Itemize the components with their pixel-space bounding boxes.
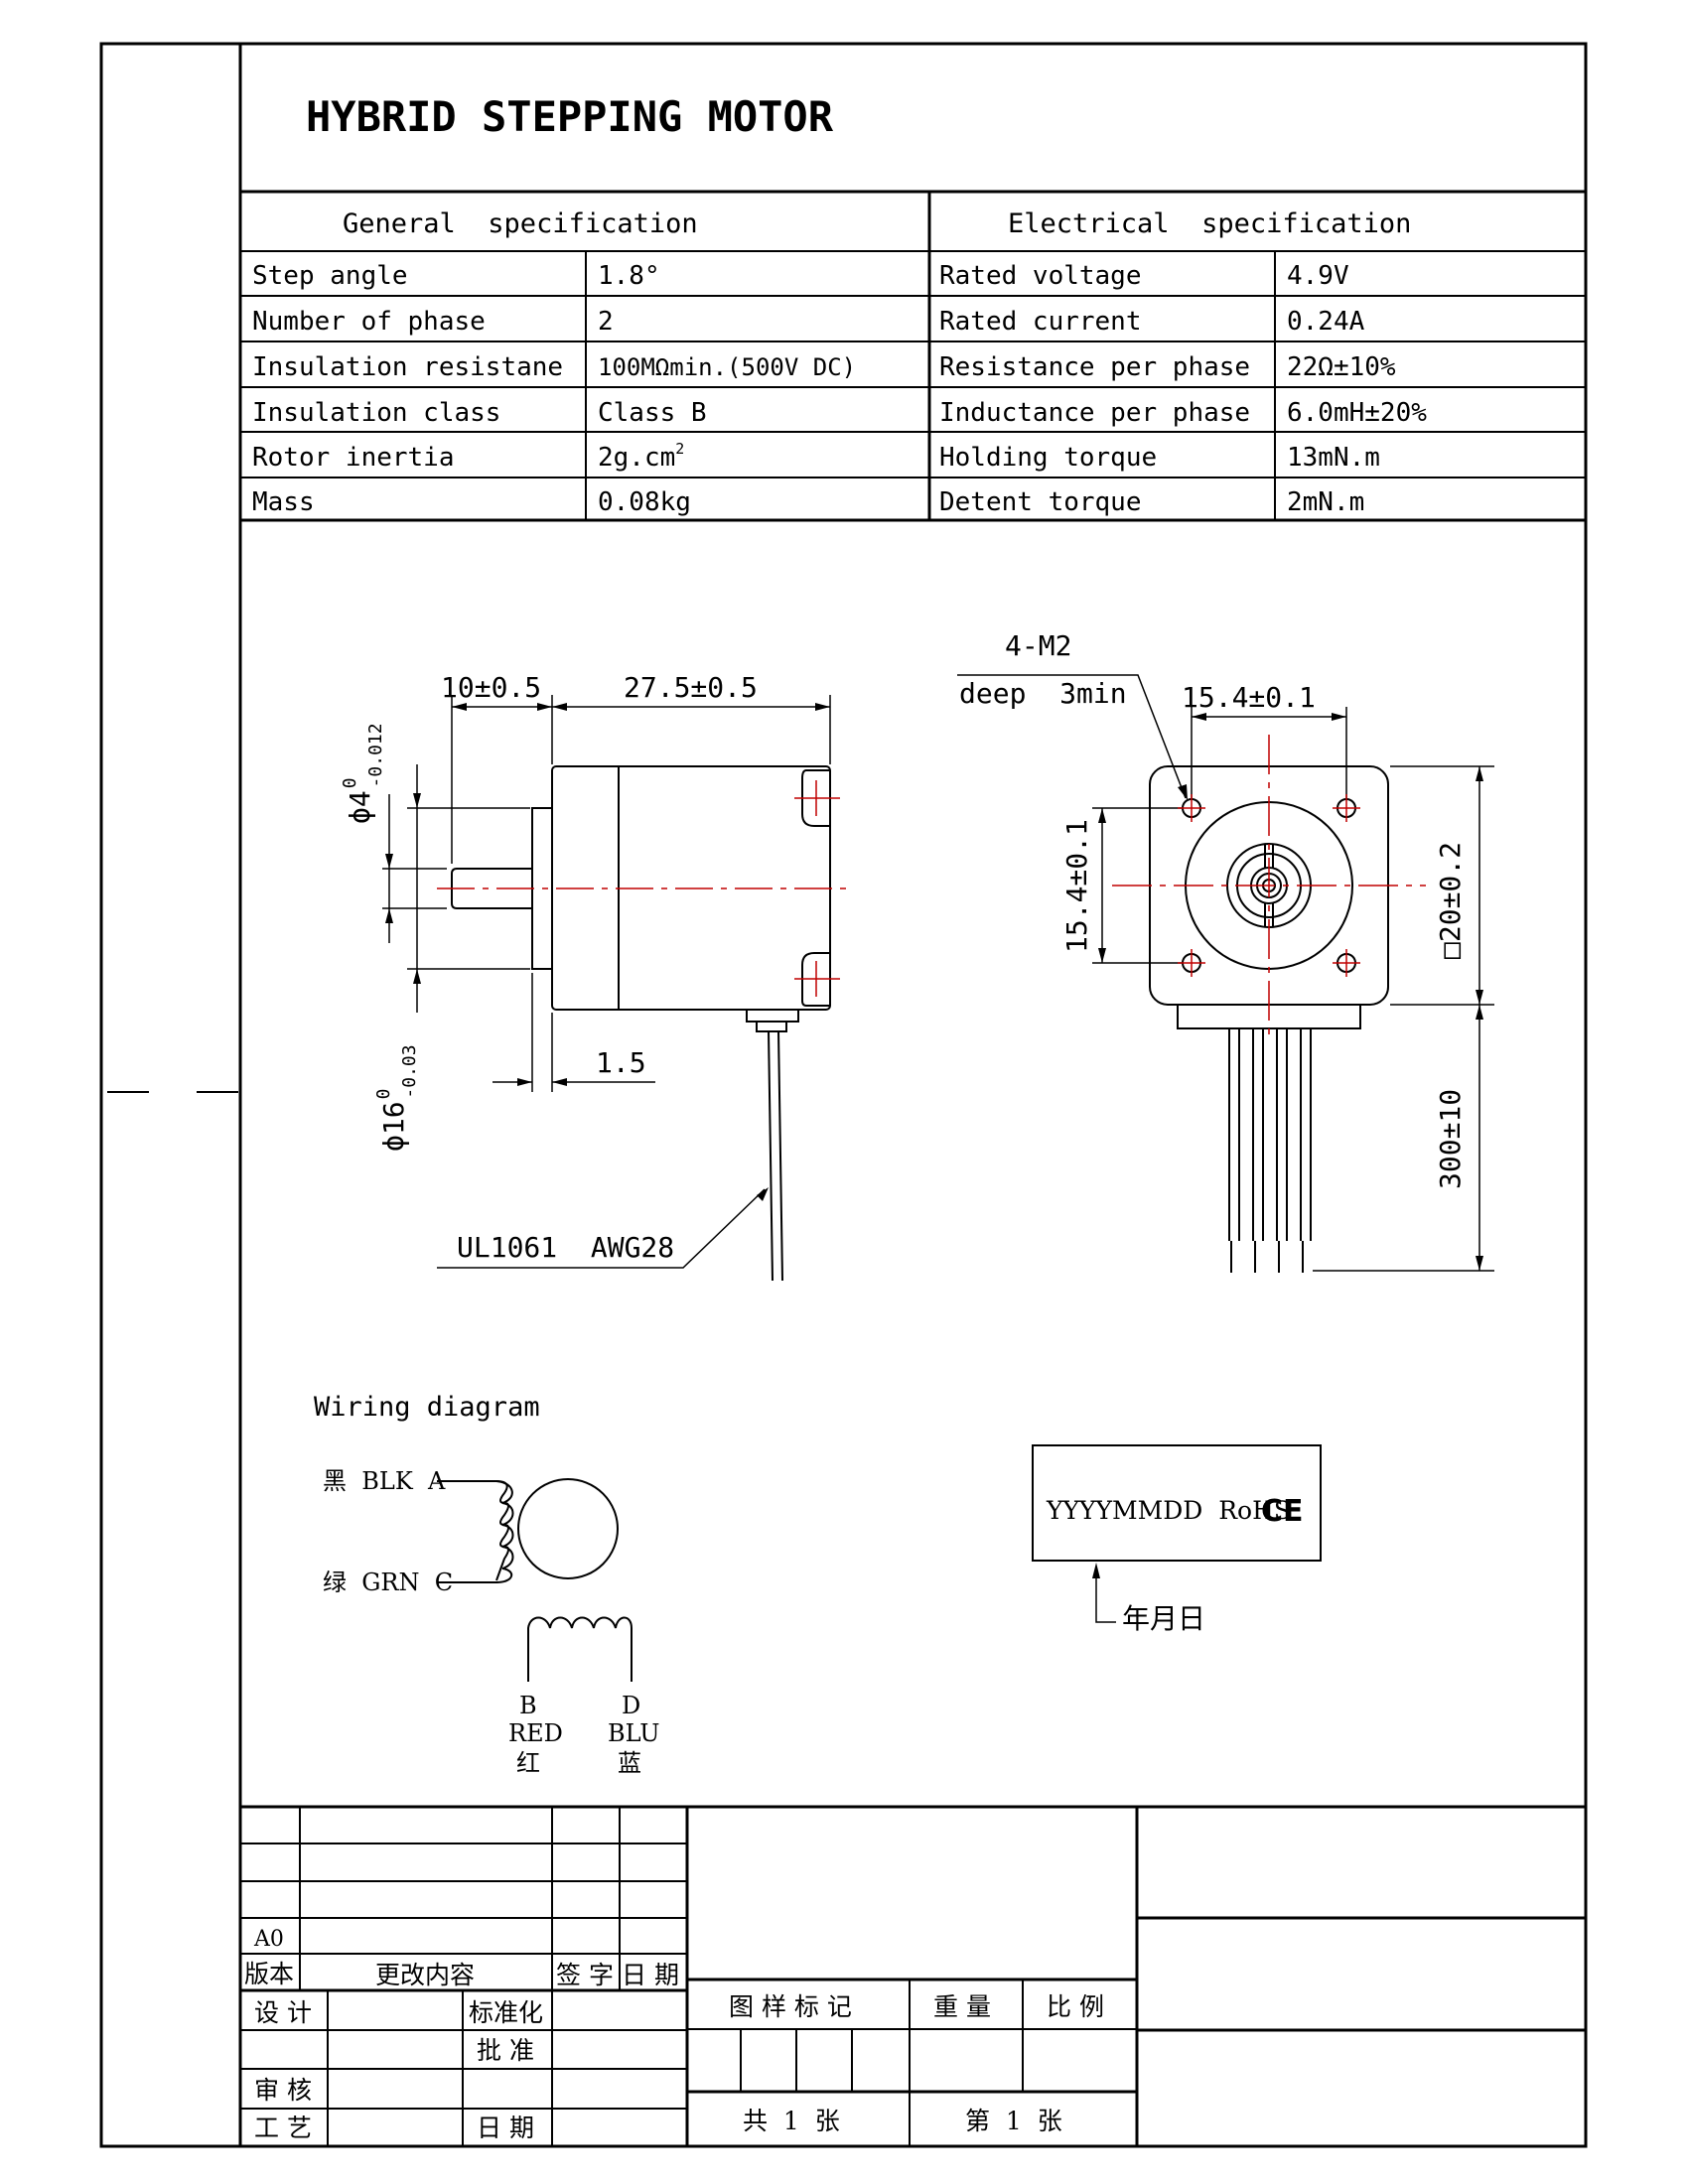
tb-standard: 标准化 xyxy=(469,1998,543,2027)
ce-mark: CE xyxy=(1261,1494,1304,1529)
tb-design: 设 计 xyxy=(254,1998,312,2027)
spec-value-inductance: 6.0mH±20% xyxy=(1287,398,1427,428)
spec-label-rated-voltage: Rated voltage xyxy=(939,261,1142,291)
date-note: 年月日 xyxy=(1122,1602,1205,1635)
tb-approve: 批 准 xyxy=(477,2036,534,2065)
tb-date2: 日 期 xyxy=(477,2114,534,2142)
cable-spec: UL1061 AWG28 xyxy=(457,1231,674,1264)
tb-process: 工 艺 xyxy=(254,2114,312,2142)
lead-d-chinese: 蓝 xyxy=(618,1749,641,1777)
spec-label-step-angle: Step angle xyxy=(252,261,408,291)
spec-value-resistance: 22Ω±10% xyxy=(1287,352,1396,382)
tb-date: 日 期 xyxy=(622,1961,679,1989)
tb-pattern-mark: 图 样 标 记 xyxy=(729,1992,852,2021)
front-view-arrows xyxy=(1098,713,1483,1271)
dim-hole-pitch-horizontal: 15.4±0.1 xyxy=(1182,681,1316,714)
lead-b-letter: B xyxy=(519,1692,537,1719)
electrical-spec-table: Rated voltage 4.9V Rated current 0.24A R… xyxy=(939,261,1427,517)
spec-value-insulation-class: Class B xyxy=(598,398,707,428)
dim-shaft-length: 10±0.5 xyxy=(441,671,541,704)
spec-value-rotor-inertia: 2g.cm2 xyxy=(598,440,684,473)
tb-sign: 签 字 xyxy=(556,1961,614,1989)
spec-value-rated-current: 0.24A xyxy=(1287,307,1365,337)
side-view-dimensions: 10±0.5 27.5±0.5 1.5 UL1061 AWG28 ϕ40-0.0… xyxy=(340,671,758,1264)
wiring-labels: 黑 BLK A 绿 GRN C B RED 红 D BLU 蓝 xyxy=(323,1467,660,1777)
sheet-frame xyxy=(99,42,1588,2148)
lead-b-chinese: 红 xyxy=(516,1749,540,1777)
motor-side-view xyxy=(382,695,831,1282)
screw-spec: 4-M2 xyxy=(1005,629,1071,662)
spec-label-phases: Number of phase xyxy=(252,307,486,337)
spec-value-holding-torque: 13mN.m xyxy=(1287,443,1380,473)
lead-d-color: BLU xyxy=(608,1719,660,1747)
spec-value-detent-torque: 2mN.m xyxy=(1287,487,1364,517)
side-view-arrows xyxy=(385,703,830,1201)
lead-c-label: 绿 GRN C xyxy=(323,1569,453,1596)
spec-value-phases: 2 xyxy=(598,307,614,337)
tb-change: 更改内容 xyxy=(375,1961,475,1989)
tb-version: 版本 xyxy=(244,1960,294,1988)
spec-label-holding-torque: Holding torque xyxy=(939,443,1157,473)
dim-shaft-diameter: ϕ40-0.012 xyxy=(340,723,386,824)
dim-lead-length: 300±10 xyxy=(1434,1089,1467,1189)
lead-a-label: 黑 BLK A xyxy=(323,1467,446,1495)
dim-hole-pitch-vertical: 15.4±0.1 xyxy=(1060,819,1093,953)
side-view-centerlines xyxy=(437,780,854,997)
label-arrow xyxy=(1092,1563,1100,1578)
spec-label-detent-torque: Detent torque xyxy=(939,487,1142,517)
tb-weight: 重 量 xyxy=(933,1992,991,2021)
spec-label-insulation-class: Insulation class xyxy=(252,398,500,428)
product-label-box xyxy=(1032,1444,1322,1623)
wiring-diagram xyxy=(437,1478,633,1682)
dim-boss-diameter: ϕ160-0.03 xyxy=(373,1044,420,1152)
tb-a0: A0 xyxy=(253,1927,284,1952)
tb-scale: 比 例 xyxy=(1047,1992,1104,2021)
front-view-centerlines xyxy=(1112,735,1426,1037)
spec-label-rotor-inertia: Rotor inertia xyxy=(252,443,455,473)
electrical-spec-heading: Electrical specification xyxy=(1008,208,1411,239)
general-spec-table: Step angle 1.8° Number of phase 2 Insula… xyxy=(252,261,856,517)
spec-value-step-angle: 1.8° xyxy=(598,261,660,291)
spec-value-mass: 0.08kg xyxy=(598,487,691,517)
spec-value-rated-voltage: 4.9V xyxy=(1287,261,1349,291)
motor-front-view xyxy=(957,674,1494,1273)
tb-sheet-number: 第 1 张 xyxy=(965,2107,1062,2135)
spec-label-insulation-resistance: Insulation resistane xyxy=(252,352,563,382)
page-title: HYBRID STEPPING MOTOR xyxy=(306,92,834,141)
tb-review: 审 核 xyxy=(254,2076,312,2105)
title-block xyxy=(240,1805,1586,2146)
front-view-dimensions: 4-M2 deep 3min 15.4±0.1 15.4±0.1 □20±0.2… xyxy=(959,629,1467,1189)
wiring-heading: Wiring diagram xyxy=(314,1392,540,1423)
lead-b-color: RED xyxy=(508,1719,563,1747)
title-block-labels: A0 版本 更改内容 签 字 日 期 设 计 标准化 批 准 审 核 工 艺 日… xyxy=(244,1927,1104,2142)
lead-d-letter: D xyxy=(622,1692,640,1719)
general-spec-heading: General specification xyxy=(343,208,698,239)
tb-total-sheets: 共 1 张 xyxy=(743,2107,840,2135)
dim-flange-size: □20±0.2 xyxy=(1434,842,1467,959)
dim-boss-length: 1.5 xyxy=(596,1046,646,1079)
spec-label-rated-current: Rated current xyxy=(939,307,1142,337)
spec-label-resistance: Resistance per phase xyxy=(939,352,1250,382)
spec-label-inductance: Inductance per phase xyxy=(939,398,1250,428)
spec-label-mass: Mass xyxy=(252,487,315,517)
label-text: YYYYMMDD RoHS xyxy=(1046,1496,1291,1525)
dim-body-length: 27.5±0.5 xyxy=(624,671,758,704)
screw-depth: deep 3min xyxy=(959,677,1127,710)
spec-value-insulation-resistance: 100MΩmin.(500V DC) xyxy=(598,353,856,381)
